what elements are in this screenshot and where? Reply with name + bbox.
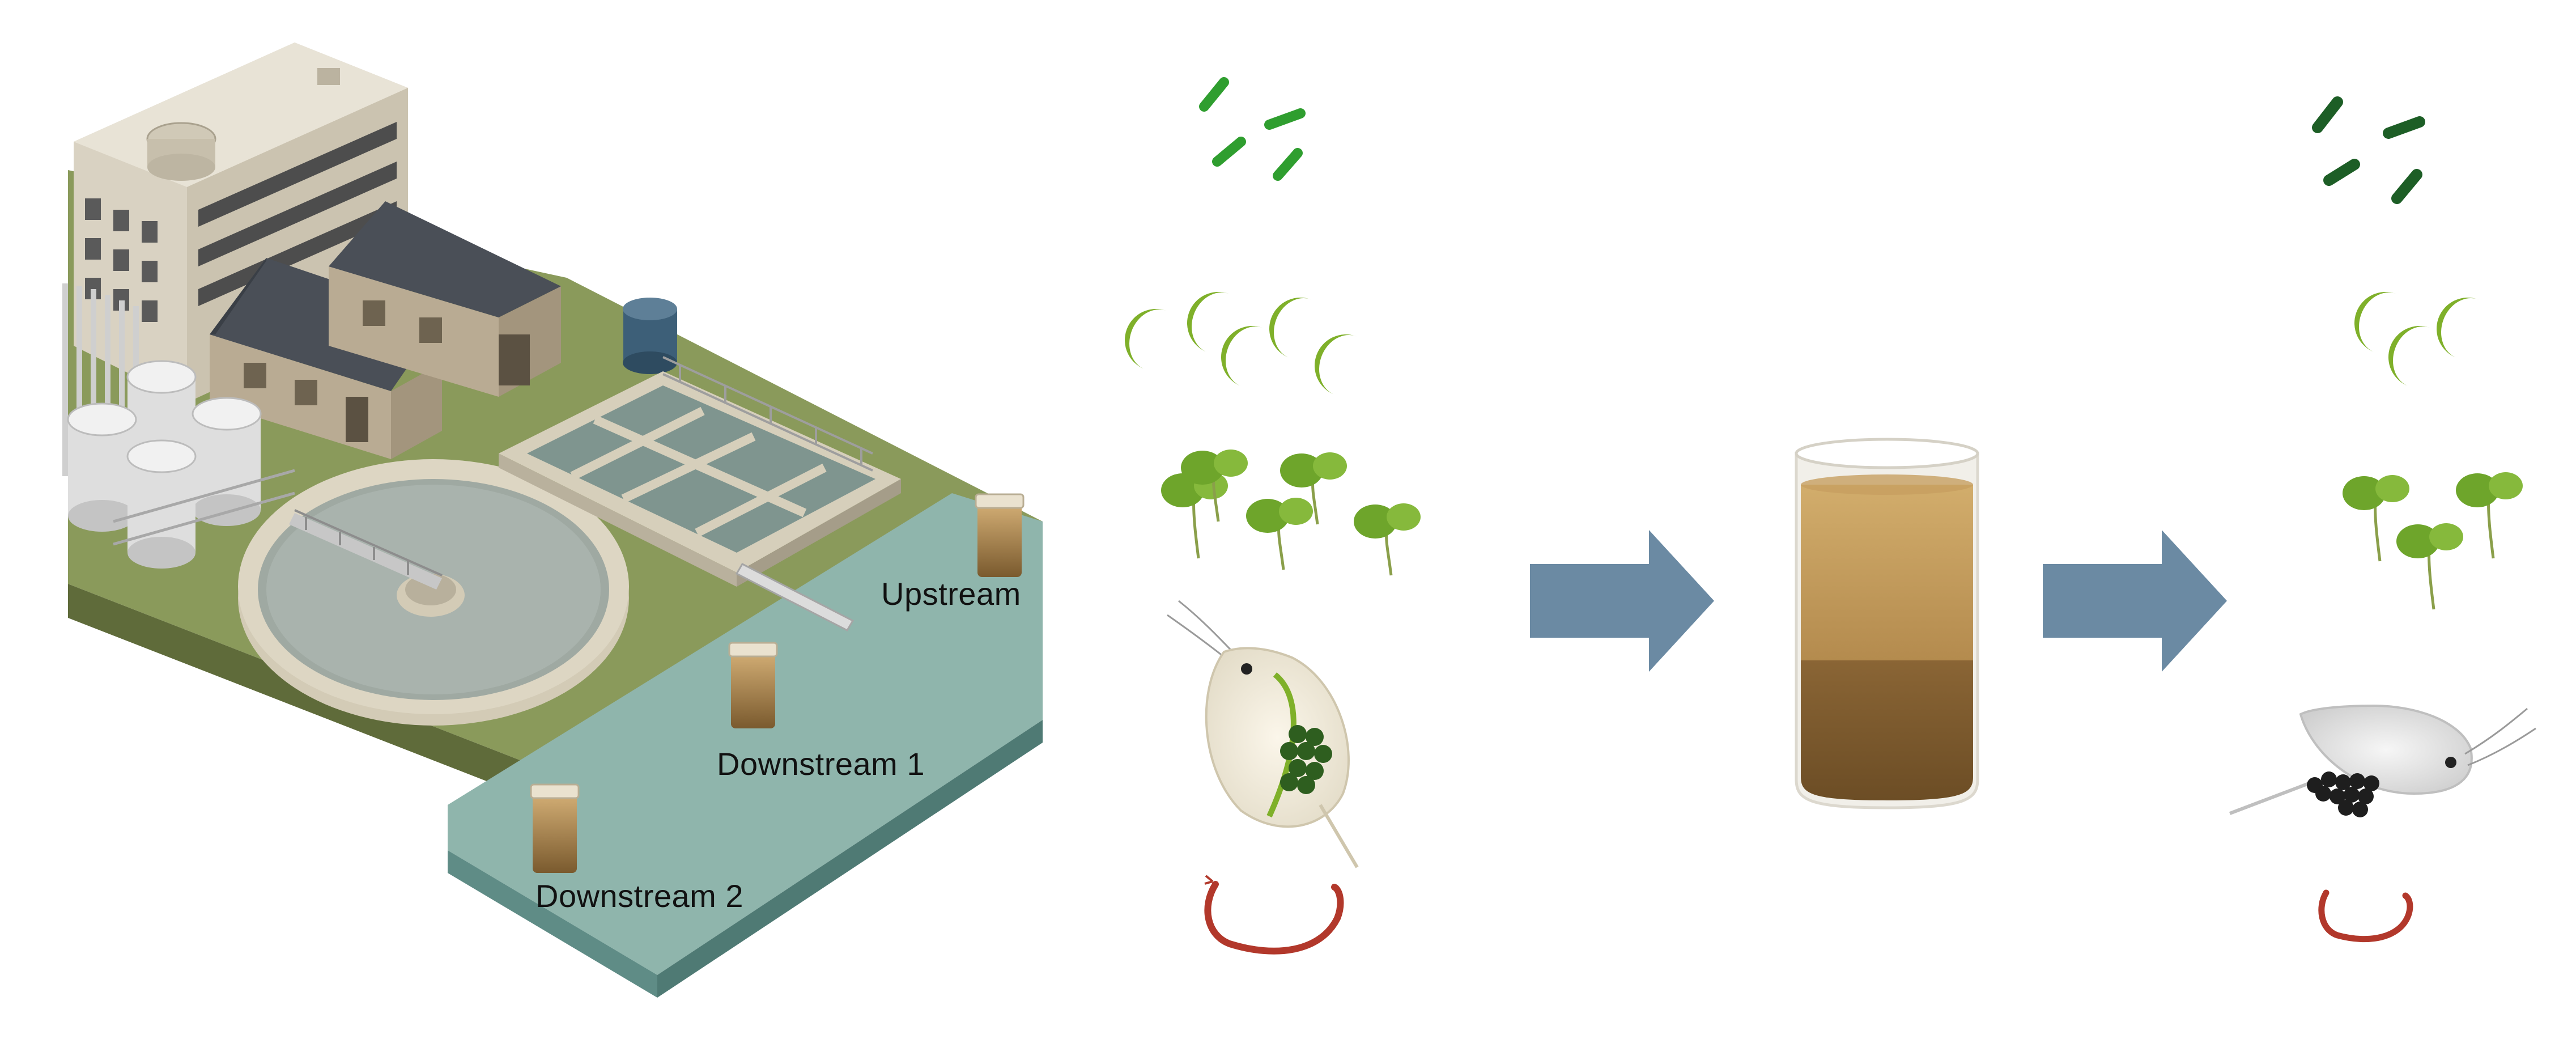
- algae-group-before: [1125, 292, 1357, 395]
- duckweed-icon: [2456, 472, 2523, 559]
- beaker-water-column: [1801, 485, 1973, 660]
- crescent-algae-icon: [1315, 334, 1357, 395]
- upstream-label: Upstream: [881, 576, 1021, 612]
- duckweed-icon: [1354, 503, 1421, 576]
- sample-jar-downstream-2: [530, 783, 580, 873]
- duckweed-icon: [1280, 452, 1347, 525]
- tubifex-worm-icon: [1204, 875, 1344, 955]
- crescent-algae-icon: [2354, 292, 2396, 353]
- beaker-sediment-layer: [1801, 660, 1973, 800]
- duckweed-icon: [2343, 475, 2409, 562]
- storage-silos: [67, 360, 262, 569]
- downstream-2-label: Downstream 2: [535, 878, 744, 914]
- crescent-algae-icon: [1269, 298, 1311, 358]
- organisms-before-exposure: [1125, 77, 1421, 955]
- river-side-front: [448, 850, 657, 998]
- daphnia-icon: [2229, 704, 2536, 817]
- organisms-after-exposure: [2229, 96, 2536, 943]
- rod-bacteria-icon: [2391, 169, 2422, 204]
- rod-bacteria-icon: [1264, 108, 1306, 130]
- warehouse-building-2: [329, 201, 561, 397]
- crescent-algae-icon: [2437, 298, 2479, 358]
- sample-jar-downstream-1: [728, 642, 778, 728]
- crescent-algae-icon: [1221, 326, 1263, 387]
- duckweed-group-before: [1161, 450, 1421, 576]
- duckweed-group-after: [2343, 472, 2523, 610]
- duckweed-icon: [1246, 498, 1313, 570]
- rod-bacteria-icon: [1273, 148, 1303, 181]
- sample-jar-upstream: [975, 493, 1025, 577]
- rod-bacteria-icon: [1199, 77, 1229, 112]
- rod-bacteria-icon: [2323, 159, 2360, 186]
- bacteria-group-before: [1199, 77, 1306, 181]
- rod-bacteria-icon: [2312, 96, 2343, 133]
- crescent-algae-icon: [1187, 292, 1229, 353]
- rod-bacteria-icon: [1212, 137, 1246, 167]
- crescent-algae-icon: [1125, 309, 1167, 370]
- rectangular-treatment-basins: [499, 356, 901, 587]
- duckweed-icon: [1181, 450, 1248, 522]
- tubifex-worm-icon: [2318, 889, 2413, 943]
- river: [448, 493, 1043, 975]
- duckweed-icon: [2396, 523, 2463, 610]
- fence: [113, 469, 295, 546]
- sediment-test-beaker: [1795, 438, 1979, 809]
- process-arrow-2: [2043, 530, 2227, 672]
- office-building: [74, 43, 408, 402]
- downstream-1-label: Downstream 1: [717, 746, 925, 782]
- process-arrow-1: [1530, 530, 1714, 672]
- river-side-right: [657, 720, 1043, 998]
- discharge-pipe: [735, 563, 855, 631]
- bacteria-group-after: [2312, 96, 2425, 204]
- daphnia-icon: [1167, 600, 1359, 868]
- algae-group-after: [2354, 292, 2479, 387]
- wastewater-treatment-plant-scene: [62, 43, 1043, 998]
- water-tank: [623, 298, 677, 374]
- crescent-algae-icon: [2388, 326, 2430, 387]
- circular-clarifier: [238, 459, 629, 726]
- rod-bacteria-icon: [2383, 116, 2425, 139]
